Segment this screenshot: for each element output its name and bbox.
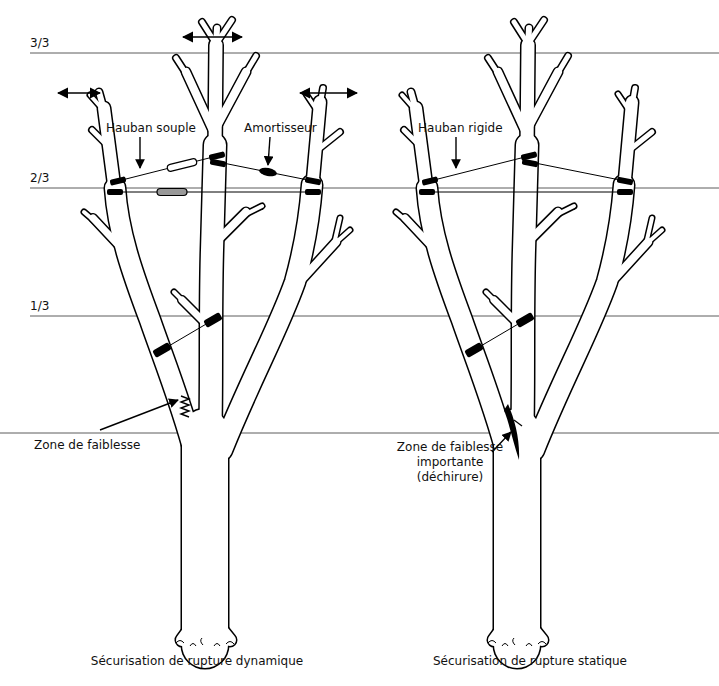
tree-static xyxy=(396,20,662,646)
cables-static xyxy=(419,151,633,358)
flexible-link xyxy=(157,189,187,196)
panel-caption: Sécurisation de rupture statique xyxy=(380,654,680,669)
height-line xyxy=(0,433,719,434)
height-mark: 1/3 xyxy=(30,299,49,314)
damper-symbol xyxy=(258,166,277,177)
height-mark: 2/3 xyxy=(30,171,49,186)
part-label: Hauban rigide xyxy=(418,121,503,136)
weakness-label: Zone de faiblesse importante (déchirure) xyxy=(391,440,509,485)
double-arrow xyxy=(58,92,100,94)
leader-arrow xyxy=(268,137,270,165)
part-label: Hauban souple xyxy=(106,121,196,136)
double-arrow xyxy=(300,92,357,94)
movement-arrows xyxy=(58,37,357,93)
cables-dynamic xyxy=(107,151,321,358)
leader-arrow xyxy=(100,400,178,430)
flexible-link xyxy=(167,158,198,172)
leader-arrow xyxy=(139,137,140,168)
leader-arrow xyxy=(455,137,456,168)
weakness-mark xyxy=(181,396,189,417)
double-arrow xyxy=(183,36,242,38)
part-label: Amortisseur xyxy=(244,121,317,136)
weakness-label: Zone de faiblesse xyxy=(34,438,140,453)
height-mark: 3/3 xyxy=(30,36,49,51)
crack-mark xyxy=(514,420,522,426)
tree-dynamic xyxy=(84,20,350,646)
height-line xyxy=(30,316,719,317)
crack-mark xyxy=(504,404,519,460)
panel-caption: Sécurisation de rupture dynamique xyxy=(47,654,347,669)
leader-arrows xyxy=(100,137,511,452)
flexible-parts xyxy=(157,158,278,196)
height-line xyxy=(30,53,719,54)
